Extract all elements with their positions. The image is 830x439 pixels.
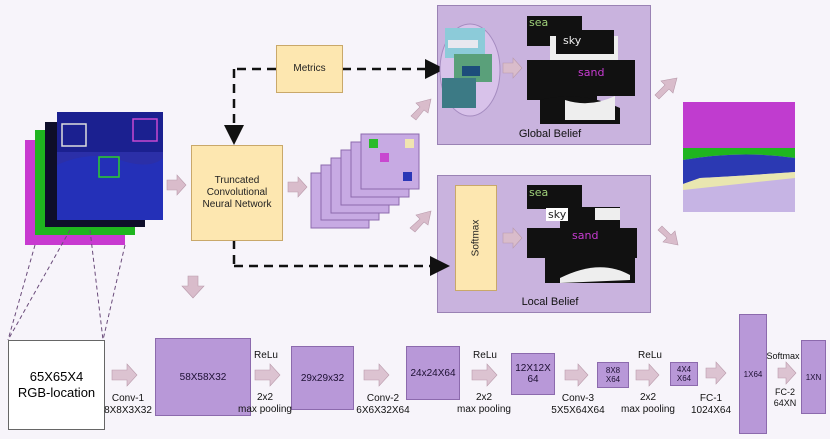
fm2-label: 29x29x32: [300, 372, 345, 384]
pool1-name: max pooling: [238, 404, 292, 415]
global-belief-label: Global Belief: [518, 128, 582, 140]
feature-map-1x64: 1X64: [739, 314, 767, 434]
fc2-label: FC-2 64XN: [768, 387, 802, 409]
conv1-label: Conv-1 8X8X3X32: [98, 393, 158, 417]
tcnn-line-1: Truncated: [214, 175, 260, 186]
local-sky-label: sky: [546, 208, 569, 221]
fc2-name: FC-2: [775, 387, 795, 397]
relu1-label: ReLu: [254, 350, 278, 361]
fm6-label-1: 4X4: [676, 365, 692, 374]
pool3-size: 2x2: [639, 392, 657, 403]
global-belief-masks: [527, 16, 635, 124]
local-sand-label: sand: [572, 229, 599, 242]
fm4-label-2: 64: [527, 374, 539, 385]
fm7-label: 1X64: [743, 369, 763, 379]
input-size-label: 65X65X4: [29, 369, 84, 384]
input-type-label: RGB-location: [17, 385, 96, 400]
conv2-label: Conv-2 6X6X32X64: [352, 393, 414, 417]
pipeline-arrows: [111, 361, 797, 387]
pool2-label: 2x2 max pooling: [451, 392, 517, 416]
feature-map-58x58x32: 58X58X32: [155, 338, 251, 416]
feature-map-8x8x64: 8X8 X64: [597, 362, 629, 388]
metrics-label: Metrics: [293, 63, 326, 74]
pool3-name: max pooling: [621, 404, 675, 415]
conv1-name: Conv-1: [111, 393, 145, 404]
tcnn-line-3: Neural Network: [202, 199, 272, 210]
softmax-vertical-label: Softmax: [470, 219, 481, 257]
fc1-size: 1024X64: [690, 405, 732, 416]
global-sea-label: sea: [529, 16, 549, 29]
fm3-label: 24x24X64: [410, 367, 456, 379]
fm6-label-2: X64: [676, 374, 692, 383]
fm5-label-2: X64: [605, 375, 621, 384]
fm1-label: 58X58X32: [179, 371, 227, 383]
relu2-label: ReLu: [473, 350, 497, 361]
feature-map-29x29x32: 29x29x32: [291, 346, 354, 410]
global-belief-thumbnails: [439, 23, 501, 117]
local-belief-label: Local Belief: [521, 296, 579, 308]
local-belief-masks: [527, 185, 637, 283]
conv2-name: Conv-2: [366, 393, 400, 404]
local-sea-label: sea: [529, 186, 549, 199]
feature-map-4x4x64: 4X4 X64: [670, 362, 698, 386]
pool1-size: 2x2: [256, 392, 274, 403]
dashed-connectors: [224, 59, 450, 276]
output-segmentation: [683, 102, 795, 212]
projection-lines: [7, 229, 126, 341]
input-image-stack: [25, 112, 163, 245]
conv3-label: Conv-3 5X5X64X64: [546, 393, 610, 417]
pool2-size: 2x2: [475, 392, 493, 403]
conv2-size: 6X6X32X64: [356, 405, 410, 416]
conv1-size: 8X8X3X32: [104, 405, 152, 416]
tcnn-line-2: Convolutional: [206, 187, 268, 198]
fc1-name: FC-1: [699, 393, 723, 404]
fm4-label-1: 12X12X: [515, 363, 551, 374]
tcnn-box: Truncated Convolutional Neural Network: [191, 145, 283, 241]
pool2-name: max pooling: [457, 404, 511, 415]
feature-map-stack: [310, 133, 420, 229]
fc1-label: FC-1 1024X64: [686, 393, 736, 417]
conv3-name: Conv-3: [561, 393, 595, 404]
pool3-label: 2x2 max pooling: [615, 392, 681, 416]
conv3-size: 5X5X64X64: [551, 405, 605, 416]
global-sand-label: sand: [578, 66, 605, 79]
softmax-label: Softmax: [766, 351, 800, 361]
flow-arrows: [166, 57, 679, 299]
global-sky-label: sky: [563, 34, 582, 47]
fm8-label: 1XN: [805, 372, 822, 382]
fc2-size: 64XN: [773, 398, 797, 408]
feature-map-12x12x64: 12X12X 64: [511, 353, 555, 395]
softmax-box-vertical: Softmax: [455, 185, 497, 291]
metrics-box: Metrics: [276, 45, 343, 93]
feature-map-1xn: 1XN: [801, 340, 826, 414]
input-patch-box: 65X65X4 RGB-location: [8, 340, 105, 430]
fm5-label-1: 8X8: [605, 366, 621, 375]
pool1-label: 2x2 max pooling: [232, 392, 298, 416]
feature-map-24x24x64: 24x24X64: [406, 346, 460, 400]
relu3-label: ReLu: [638, 350, 662, 361]
